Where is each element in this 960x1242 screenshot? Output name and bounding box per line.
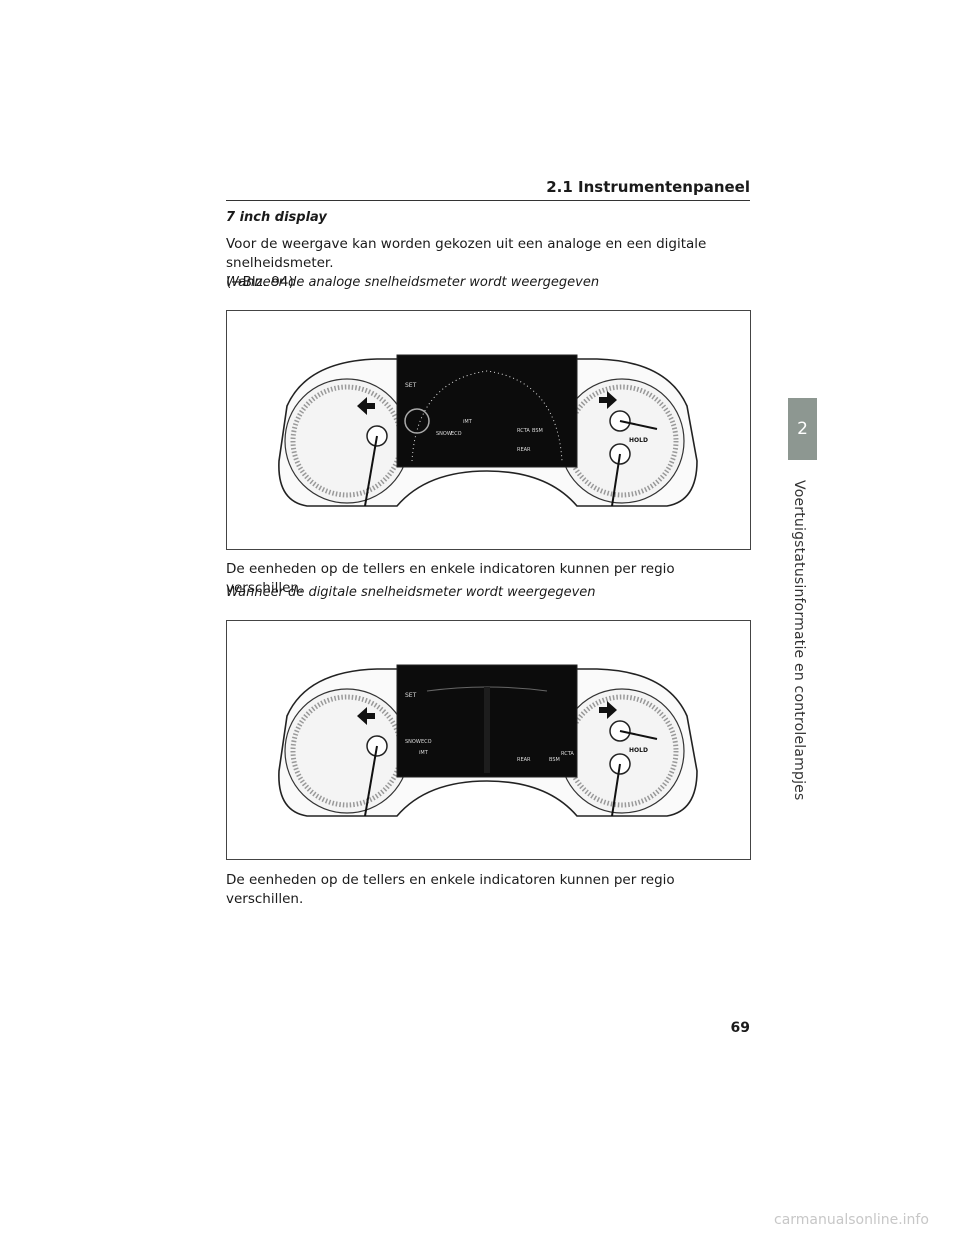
intro-paragraph: Voor de weergave kan worden gekozen uit … — [226, 235, 750, 292]
watermark: carmanualsonline.info — [774, 1212, 929, 1228]
caption-analog: Wanneer de analoge snelheidsmeter wordt … — [226, 275, 600, 290]
label-snow: SNOW — [436, 431, 452, 437]
label-hold-digital: HOLD — [629, 747, 648, 754]
label-rear: REAR — [517, 447, 531, 453]
figure-digital-cluster: SET SNOW ECO iMT REAR BSM RCTA HOLD — [226, 620, 751, 860]
chapter-tab[interactable]: 2 — [788, 398, 817, 460]
instrument-cluster-analog: SET SNOW ECO iMT RCTA BSM REAR HOLD — [278, 354, 698, 507]
label-rcta-digital: RCTA — [561, 751, 574, 757]
intro-line-2: (→Blz. 94) — [226, 274, 294, 290]
label-rcta: RCTA — [517, 428, 530, 434]
caption-digital: Wanneer de digitale snelheidsmeter wordt… — [226, 585, 596, 600]
label-set-digital: SET — [405, 692, 417, 699]
instrument-cluster-digital: SET SNOW ECO iMT REAR BSM RCTA HOLD — [278, 664, 698, 817]
note-digital: De eenheden op de tellers en enkele indi… — [226, 872, 675, 907]
label-hold: HOLD — [629, 437, 648, 444]
section-title: 2.1 Instrumentenpaneel — [546, 178, 750, 196]
content-heading: 7 inch display — [226, 210, 327, 225]
chapter-number: 2 — [797, 419, 808, 439]
figure-analog-cluster: SET SNOW ECO iMT RCTA BSM REAR HOLD — [226, 310, 751, 550]
label-snow-digital: SNOW — [405, 739, 421, 745]
note-analog: De eenheden op de tellers en enkele indi… — [226, 561, 675, 596]
label-eco: ECO — [451, 431, 462, 437]
label-imt: iMT — [463, 419, 473, 425]
page-number: 69 — [730, 1020, 750, 1036]
label-bsm: BSM — [532, 428, 543, 434]
label-rear-digital: REAR — [517, 757, 531, 763]
label-bsm-digital: BSM — [549, 757, 560, 763]
label-imt-digital: iMT — [419, 750, 429, 756]
section-header: 2.1 Instrumentenpaneel — [226, 178, 750, 201]
intro-line-1: Voor de weergave kan worden gekozen uit … — [226, 236, 707, 271]
chapter-title: Voertuigstatusinformatie en controlelamp… — [791, 480, 807, 801]
label-set: SET — [405, 382, 417, 389]
label-eco-digital: ECO — [421, 739, 432, 745]
